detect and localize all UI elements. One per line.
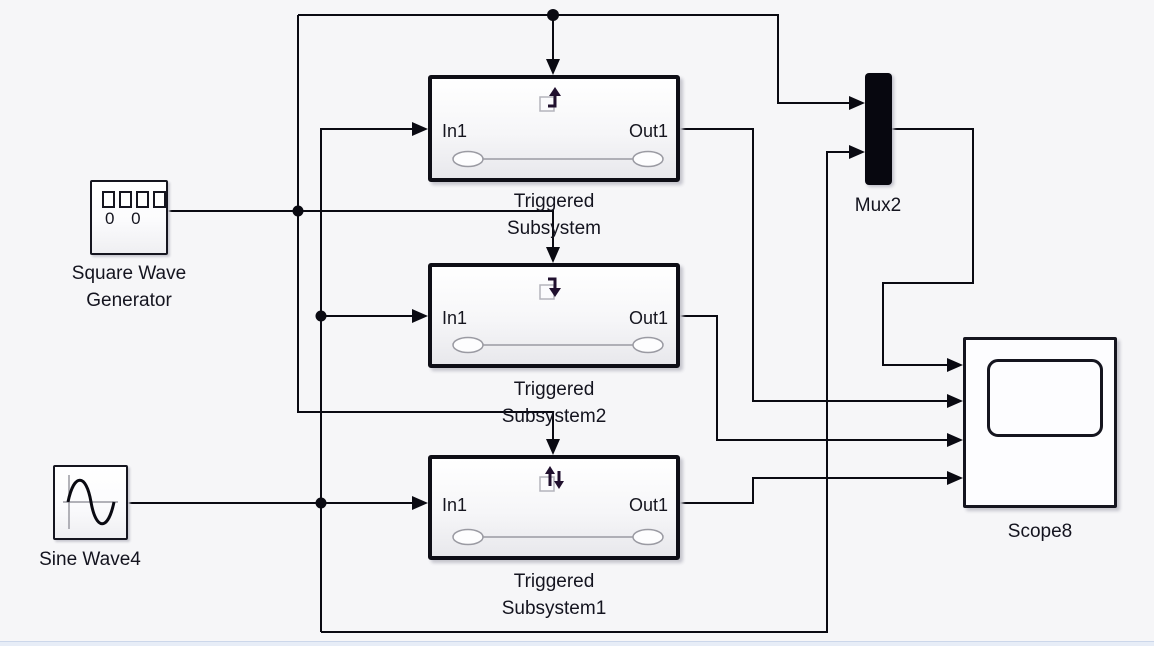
wire-squarewave-to-trigger1[interactable] <box>546 15 560 75</box>
block-label-square-wave-generator: Square Wave Generator <box>71 263 187 311</box>
subsystem-contents-preview <box>452 336 664 354</box>
block-sine-wave[interactable] <box>53 465 128 540</box>
block-triggered-subsystem1[interactable]: In1 Out1 <box>428 455 680 560</box>
wire-sub2-out-to-scope-in3[interactable] <box>680 315 963 447</box>
wire-sine-to-mux-in2[interactable] <box>321 145 865 633</box>
block-label-triggered-subsystem: Triggered Subsystem <box>507 191 601 239</box>
block-label-scope: Scope8 <box>1007 521 1073 542</box>
square-wave-icon-zeros: 0 0 <box>105 209 147 228</box>
junction-dot <box>315 310 327 322</box>
wire-sine-to-in1-bottom[interactable] <box>128 496 428 510</box>
junction-dot <box>547 9 559 21</box>
wire-squarewave-to-mux-in1[interactable] <box>298 14 865 110</box>
wire-sub3-out-to-scope-in4[interactable] <box>680 471 963 504</box>
port-label-in1: In1 <box>442 121 468 141</box>
port-label-in1: In1 <box>442 495 468 515</box>
block-label-sine-wave: Sine Wave4 <box>39 549 141 570</box>
port-label-out1: Out1 <box>628 308 668 328</box>
block-label-triggered-subsystem1: Triggered Subsystem1 <box>501 571 607 619</box>
block-scope[interactable] <box>963 337 1117 508</box>
wire-sine-to-in1-middle[interactable] <box>321 309 428 323</box>
square-wave-icon <box>102 191 166 208</box>
port-label-out1: Out1 <box>628 121 668 141</box>
wire-mux-to-scope-in1[interactable] <box>882 128 974 372</box>
block-triggered-subsystem2[interactable]: In1 Out1 <box>428 263 680 368</box>
window-bottom-edge <box>0 641 1154 646</box>
block-label-mux: Mux2 <box>854 195 902 216</box>
block-square-wave-generator[interactable]: 0 0 <box>90 180 168 255</box>
subsystem-contents-preview <box>452 528 664 546</box>
block-label-triggered-subsystem2: Triggered Subsystem2 <box>501 379 607 427</box>
block-mux[interactable] <box>865 73 892 185</box>
sine-wave-icon <box>63 475 118 529</box>
wire-sine-to-in1-top[interactable] <box>320 122 428 632</box>
scope-screen-icon <box>987 359 1103 437</box>
wire-sub1-out-to-scope-in2[interactable] <box>680 128 963 408</box>
trigger-falling-edge-icon <box>539 277 561 300</box>
block-triggered-subsystem[interactable]: In1 Out1 <box>428 75 680 182</box>
trigger-rising-edge-icon <box>539 87 561 112</box>
junction-dot <box>315 497 327 509</box>
subsystem-contents-preview <box>452 150 664 168</box>
junction-dot <box>292 205 304 217</box>
port-label-out1: Out1 <box>628 495 668 515</box>
trigger-either-edge-icon <box>539 466 564 492</box>
port-label-in1: In1 <box>442 308 468 328</box>
